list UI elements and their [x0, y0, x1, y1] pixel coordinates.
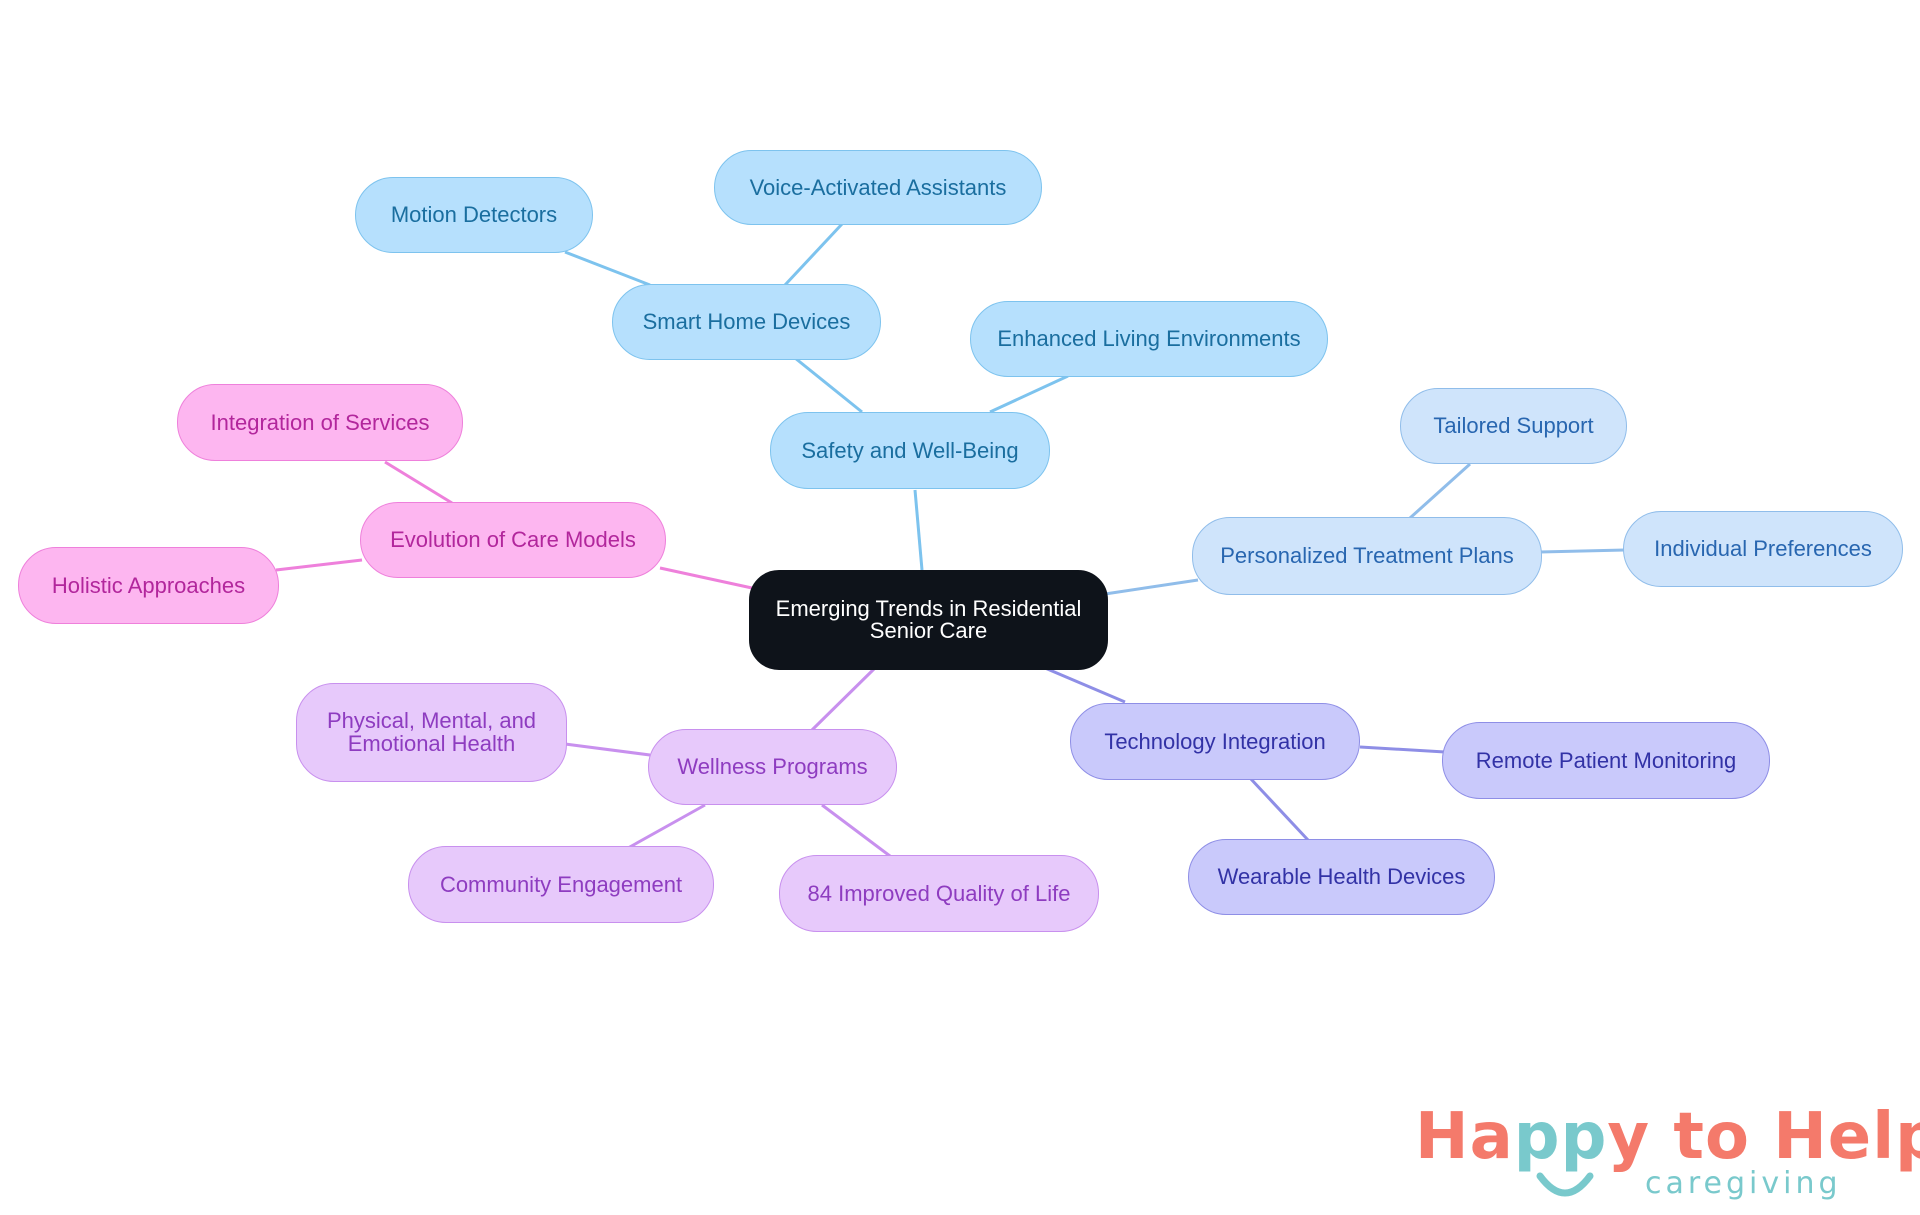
node-individual-preferences[interactable]: Individual Preferences: [1623, 511, 1903, 587]
node-safety-and-well-being[interactable]: Safety and Well-Being: [770, 412, 1050, 489]
logo-title: Happy to Help: [1415, 1100, 1920, 1174]
node-physical-mental-emotional-health[interactable]: Physical, Mental, and Emotional Health: [296, 683, 567, 782]
node-label: Community Engagement: [439, 871, 683, 897]
node-improved-quality-of-life[interactable]: 84 Improved Quality of Life: [779, 855, 1099, 932]
edge-personalized-preferences: [1539, 548, 1626, 554]
node-label: Tailored Support: [1433, 413, 1594, 438]
node-label: Technology Integration: [1104, 728, 1326, 754]
node-label: Integration of Services: [210, 409, 430, 435]
root-node[interactable]: Emerging Trends in Residential Senior Ca…: [749, 570, 1108, 670]
root-node-label: Emerging Trends in Residential Senior Ca…: [775, 595, 1082, 643]
edge-root-wellness: [810, 666, 877, 732]
edge-smarthome-voice: [783, 222, 844, 287]
edge-root-caremodels: [659, 566, 753, 590]
node-label: Evolution of Care Models: [390, 527, 636, 552]
edge-smarthome-motion: [564, 250, 651, 287]
node-label: Safety and Well-Being: [801, 437, 1019, 463]
edge-personalized-tailored: [1408, 462, 1472, 520]
edge-caremodels-holistic: [275, 558, 363, 572]
edge-wellness-quality: [821, 803, 891, 858]
edge-caremodels-integration: [384, 460, 453, 505]
happy-to-help-logo: Happy to Help caregiving: [1415, 1100, 1920, 1201]
edge-wellness-physical: [564, 742, 651, 757]
node-voice-activated-assistants[interactable]: Voice-Activated Assistants: [714, 150, 1042, 225]
node-label: Personalized Treatment Plans: [1220, 543, 1514, 568]
node-label: Wearable Health Devices: [1217, 864, 1466, 889]
logo-subtitle: caregiving: [1645, 1166, 1842, 1201]
node-label: Physical, Mental, and Emotional Health: [326, 708, 537, 756]
node-personalized-treatment-plans[interactable]: Personalized Treatment Plans: [1192, 517, 1542, 595]
edge-wellness-community: [627, 803, 706, 850]
node-enhanced-living-environments[interactable]: Enhanced Living Environments: [970, 301, 1328, 377]
node-label: Motion Detectors: [390, 202, 558, 227]
node-motion-detectors[interactable]: Motion Detectors: [355, 177, 593, 253]
node-wellness-programs[interactable]: Wellness Programs: [648, 729, 897, 805]
edge-safety-smarthome: [794, 356, 863, 414]
node-technology-integration[interactable]: Technology Integration: [1070, 703, 1360, 780]
node-label: Smart Home Devices: [642, 309, 851, 334]
node-integration-of-services[interactable]: Integration of Services: [177, 384, 463, 461]
edge-root-safety: [913, 489, 924, 571]
edge-technology-remote: [1359, 745, 1446, 754]
node-remote-patient-monitoring[interactable]: Remote Patient Monitoring: [1442, 722, 1770, 799]
edge-safety-enhanced: [989, 374, 1069, 414]
edge-technology-wearable: [1248, 776, 1310, 842]
node-label: Wellness Programs: [677, 754, 868, 779]
node-tailored-support[interactable]: Tailored Support: [1400, 388, 1627, 464]
node-wearable-health-devices[interactable]: Wearable Health Devices: [1188, 839, 1495, 915]
node-label: Remote Patient Monitoring: [1475, 747, 1737, 773]
edge-root-technology: [1044, 666, 1126, 704]
smile-icon: [1536, 1172, 1594, 1197]
node-label: Enhanced Living Environments: [997, 326, 1301, 351]
node-label: Voice-Activated Assistants: [749, 174, 1007, 200]
node-label: Individual Preferences: [1654, 536, 1872, 561]
edge-root-personalized: [1104, 578, 1199, 596]
node-label: Holistic Approaches: [51, 572, 246, 598]
node-smart-home-devices[interactable]: Smart Home Devices: [612, 284, 881, 360]
node-evolution-of-care-models[interactable]: Evolution of Care Models: [360, 502, 666, 578]
node-holistic-approaches[interactable]: Holistic Approaches: [18, 547, 279, 624]
node-community-engagement[interactable]: Community Engagement: [408, 846, 714, 923]
node-label: 84 Improved Quality of Life: [807, 880, 1071, 906]
